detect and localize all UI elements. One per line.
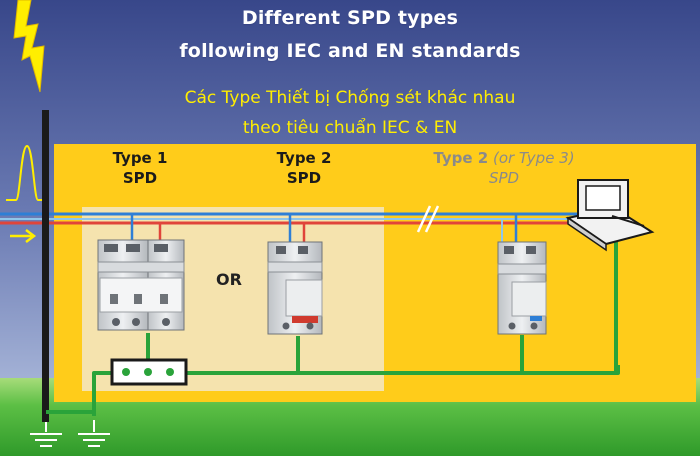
type2-label-line2: SPD (286, 169, 322, 187)
ground-symbol-icon (78, 420, 110, 447)
computer-icon (565, 179, 655, 252)
type2-label: Type 2 SPD (254, 148, 354, 188)
incoming-arrow-icon (10, 229, 37, 243)
type2-alt-label: Type 2 (or Type 3) SPD (414, 148, 594, 188)
type1-label: Type 1 SPD (90, 148, 190, 188)
line-break-mark (416, 205, 440, 233)
subtitle-vi-line2: theo tiêu chuẩn IEC & EN (242, 118, 458, 138)
type1-label-line2: SPD (122, 169, 158, 187)
or-label: OR (216, 270, 242, 289)
page-title-line1: Different SPD types (241, 7, 459, 29)
type2-alt-label-paren: (or Type 3) (488, 149, 575, 167)
lightning-bolt-icon (13, 0, 45, 93)
earth-bonding-wires (46, 238, 620, 416)
type2-alt-label-type: Type 2 (433, 149, 489, 167)
surge-pulse-icon (6, 144, 44, 201)
earth-terminal-bar (110, 358, 188, 386)
type1-spd-device (97, 214, 185, 331)
page-title-line2: following IEC and EN standards (179, 40, 521, 62)
type1-label-line1: Type 1 (112, 149, 168, 167)
type2-or-type3-spd-device (497, 214, 547, 335)
type2-spd-device (267, 214, 323, 335)
type2-alt-label-line2: SPD (488, 169, 520, 187)
ground-symbol-icon (30, 422, 62, 447)
earth-pole (42, 110, 49, 422)
type2-label-line1: Type 2 (276, 149, 332, 167)
subtitle-vi-line1: Các Type Thiết bị Chống sét khác nhau (184, 88, 516, 108)
